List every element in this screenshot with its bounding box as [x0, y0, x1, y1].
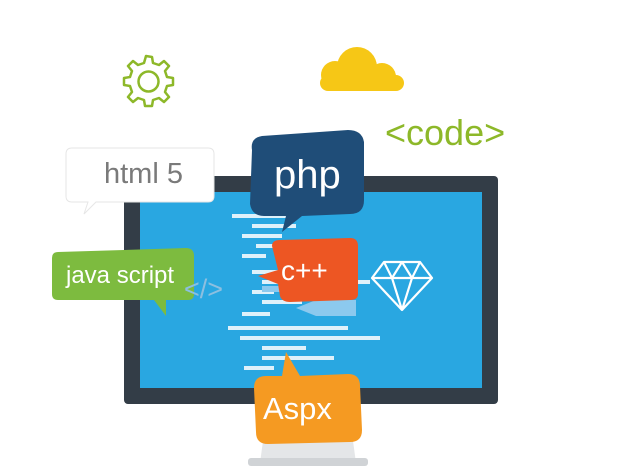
closing-tag-label: </> [184, 274, 224, 304]
aspx-label: Aspx [263, 391, 332, 426]
aspx-bubble [254, 352, 362, 444]
cloud-icon [320, 47, 404, 91]
cpp-label: c++ [281, 255, 328, 286]
diamond-icon [370, 260, 434, 312]
cpp-bubble [258, 238, 358, 302]
gear-icon [122, 54, 175, 108]
php-label: php [274, 153, 341, 197]
code-label: <code> [385, 112, 506, 153]
php-bubble [250, 130, 364, 232]
html5-label: html 5 [104, 158, 183, 190]
javascript-bubble [52, 248, 194, 316]
html5-bubble [65, 147, 215, 215]
javascript-label: java script [66, 262, 175, 289]
